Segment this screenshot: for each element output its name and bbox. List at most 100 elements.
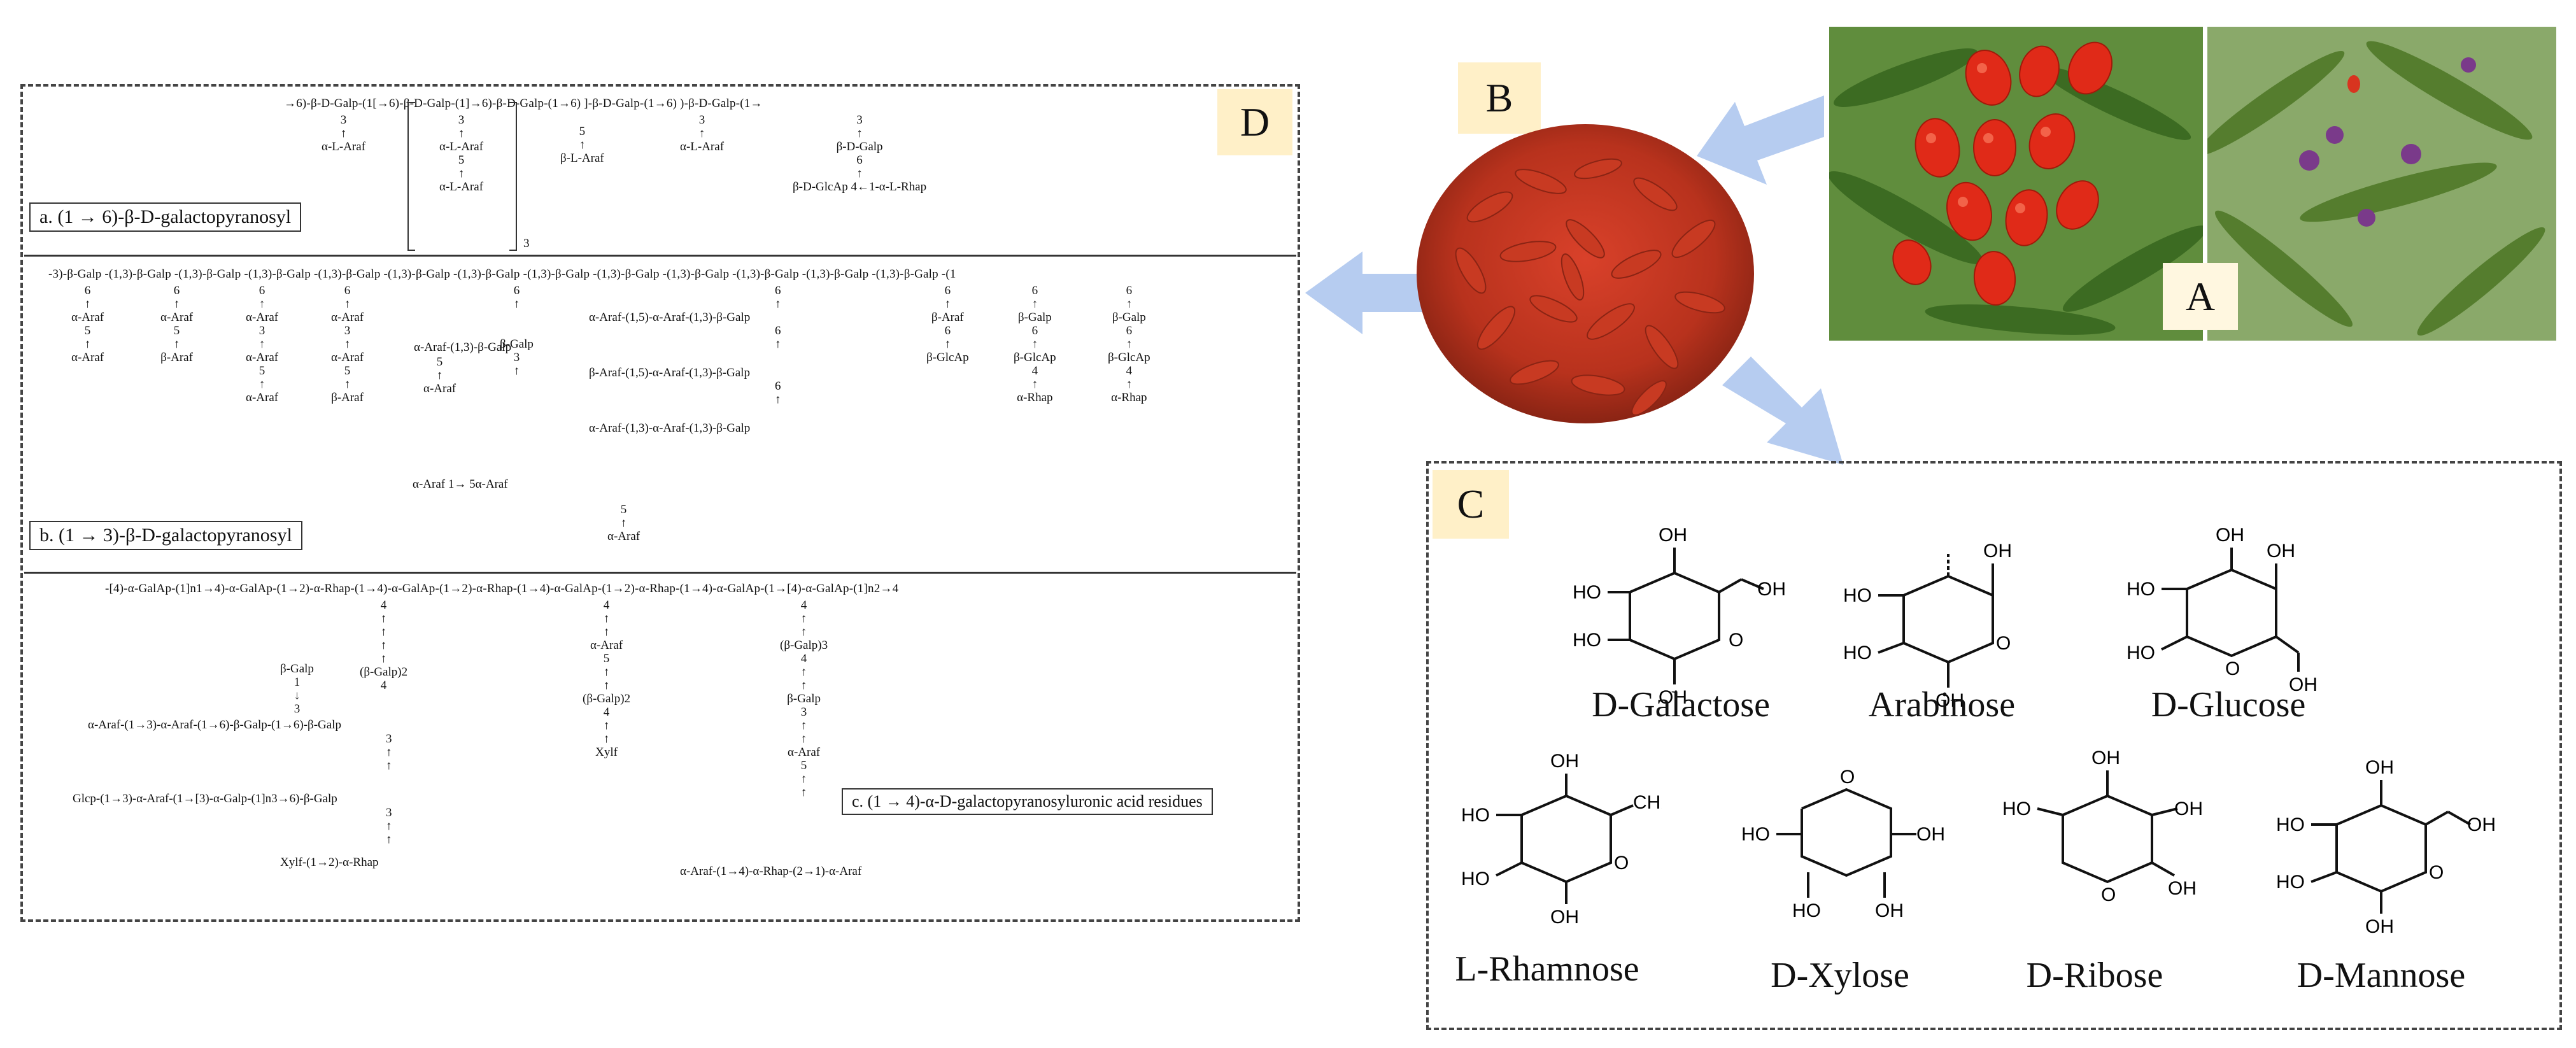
svg-text:HO: HO xyxy=(2127,642,2155,663)
panel-b-tag: B xyxy=(1458,62,1541,134)
section-b-branch-9: 6↑β-Galp 6↑β-GlcAp 4↑α-Rhap xyxy=(1108,284,1150,404)
section-c-branch-1-line-2: Glcp-(1→3)-α-Araf-(1→[3)-α-Galp-(1]n3→6)… xyxy=(73,792,337,805)
dried-goji-berries-image xyxy=(1417,124,1754,423)
ho-label: HO xyxy=(1573,630,1601,651)
svg-text:O: O xyxy=(1840,767,1855,788)
svg-text:HO: HO xyxy=(1461,805,1490,826)
sugar-name-arabinose: Arabinose xyxy=(1868,685,2016,725)
svg-text:HO: HO xyxy=(1843,642,1872,663)
section-b-branch-6: 6↑ α-Araf-(1,5)-α-Araf-(1,3)-β-Galp 6↑ β… xyxy=(589,284,781,435)
section-c-main-chain: -[4)-α-GalAp-(1]n1→4)-α-GalAp-(1→2)-α-Rh… xyxy=(105,582,899,595)
svg-text:OH: OH xyxy=(1550,751,1579,772)
arrow-b-to-c xyxy=(1722,357,1843,465)
svg-text:HO: HO xyxy=(1843,585,1872,606)
svg-text:OH: OH xyxy=(1550,907,1579,928)
section-b-branch-5-bottom: α-Araf 1→ 5α-Araf xyxy=(413,478,508,491)
panel-c-box xyxy=(1426,461,2562,1030)
sugar-name-mannose: D-Mannose xyxy=(2296,956,2466,995)
section-c-branch-1-link-1: 3↑↑ xyxy=(386,732,392,772)
svg-text:OH: OH xyxy=(2267,541,2295,562)
svg-text:OH: OH xyxy=(2365,757,2394,778)
section-c-branch-1-line-3: Xylf-(1→2)-α-Rhap xyxy=(280,856,379,869)
svg-text:OH: OH xyxy=(2289,674,2318,695)
section-b-branch-7: 6↑β-Araf 6↑β-GlcAp xyxy=(926,284,969,364)
svg-text:HO: HO xyxy=(2276,814,2305,835)
section-a-branch-1: 3↑α-L-Araf xyxy=(322,113,366,153)
section-divider-2 xyxy=(24,572,1296,574)
svg-text:HO: HO xyxy=(1741,824,1770,845)
arrow-a-to-b xyxy=(1697,96,1824,185)
svg-text:O: O xyxy=(2101,884,2116,905)
section-b-label: b. (1 → 3)-β-D-galactopyranosyl xyxy=(29,521,302,550)
ring-o-label: O xyxy=(1729,630,1743,651)
svg-text:OH: OH xyxy=(2174,798,2203,819)
d-xylose-structure: O HO OH HO OH xyxy=(1741,767,1945,921)
section-a-main-chain: →6)-β-D-Galp-(1[→6)-β-D-Galp-(1]→6)-β-D-… xyxy=(284,97,763,110)
section-a-branch-4: 3↑α-L-Araf xyxy=(680,113,725,153)
sugar-name-galactose: D-Galactose xyxy=(1592,685,1770,725)
svg-text:HO: HO xyxy=(1792,900,1821,921)
d-glucose-structure: OH OH HO HO O OH xyxy=(2127,525,2318,695)
section-divider-1 xyxy=(24,255,1296,257)
svg-text:O: O xyxy=(1996,633,2011,654)
sugar-name-rhamnose: L-Rhamnose xyxy=(1455,949,1639,989)
section-a-bracket-sub: 3 xyxy=(523,237,530,250)
svg-text:OH: OH xyxy=(2216,525,2244,546)
d-galactose-structure: OH HO OH HO OH O xyxy=(1573,525,1786,708)
d-mannose-structure: OH HO OH HO O OH xyxy=(2276,757,2496,937)
sugar-name-ribose: D-Ribose xyxy=(2026,956,2163,995)
section-b-branch-5-left: 5↑α-Araf xyxy=(423,355,456,395)
panel-d-box xyxy=(20,84,1300,922)
oh-label: OH xyxy=(1659,687,1687,708)
section-c-branch-1-link-2: 3↑↑ xyxy=(386,806,392,846)
svg-text:OH: OH xyxy=(1983,541,2012,562)
svg-text:OH: OH xyxy=(1875,900,1904,921)
section-a-branch-2: 3↑α-L-Araf 5↑α-L-Araf xyxy=(439,113,484,194)
section-c-label: c. (1 → 4)-α-D-galactopyranosyluronic ac… xyxy=(842,788,1213,815)
svg-text:HO: HO xyxy=(1461,868,1490,889)
svg-text:OH: OH xyxy=(2365,916,2394,937)
panel-c-tag: C xyxy=(1433,470,1509,539)
section-c-branch-2: 4↑↑α-Araf 5↑↑(β-Galp)2 4↑↑Xylf xyxy=(583,598,631,759)
section-b-main-chain: -3)-β-Galp -(1,3)-β-Galp -(1,3)-β-Galp -… xyxy=(48,267,956,281)
panel-d-tag: D xyxy=(1217,89,1292,155)
oh-label: OH xyxy=(1659,525,1687,546)
panel-a-tag: A xyxy=(2163,263,2238,330)
svg-text:HO: HO xyxy=(2002,798,2031,819)
section-b-branch-8: 6↑β-Galp 6↑β-GlcAp 4↑α-Rhap xyxy=(1014,284,1056,404)
svg-text:O: O xyxy=(2429,862,2444,883)
section-c-branch-3-tail: α-Araf-(1→4)-α-Rhap-(2→1)-α-Araf xyxy=(680,865,862,878)
section-b-branch-5-top: α-Araf-(1,3)-β-Galp xyxy=(414,341,512,354)
svg-text:HO: HO xyxy=(2276,872,2305,893)
goji-fruit-photo xyxy=(1829,27,2203,341)
l-rhamnose-structure: OH HO CH₃ HO O OH xyxy=(1461,751,1662,928)
section-a-label: a. (1 → 6)-β-D-galactopyranosyl xyxy=(29,202,302,232)
svg-text:CH₃: CH₃ xyxy=(1633,792,1662,813)
goji-flower-photo xyxy=(2207,27,2556,341)
sugar-name-glucose: D-Glucose xyxy=(2151,685,2306,725)
section-b-branch-6-tail: 5↑α-Araf xyxy=(607,503,640,543)
section-a-branch-5: 3↑β-D-Galp 6↑β-D-GlcAp 4←1-α-L-Rhap xyxy=(793,113,927,194)
sugar-name-xylose: D-Xylose xyxy=(1771,956,1909,995)
svg-text:OH: OH xyxy=(1916,824,1945,845)
section-c-branch-1-line-1: α-Araf-(1→3)-α-Araf-(1→6)-β-Galp-(1→6)-β… xyxy=(88,718,341,732)
svg-text:HO: HO xyxy=(2127,579,2155,600)
arrow-b-to-d xyxy=(1305,251,1445,334)
svg-text:OH: OH xyxy=(2467,814,2496,835)
section-b-branch-2: 6↑α-Araf 5↑β-Araf xyxy=(160,284,194,364)
svg-text:OH: OH xyxy=(1936,690,1964,711)
section-c-branch-3: 4↑↑(β-Galp)3 4↑↑β-Galp 3↑↑α-Araf 5↑↑ xyxy=(780,598,828,799)
arabinose-structure: OH HO HO OH O xyxy=(1843,541,2012,711)
svg-text:O: O xyxy=(1614,853,1629,874)
section-b-branch-1: 6↑α-Araf 5↑α-Araf xyxy=(71,284,104,364)
svg-text:OH: OH xyxy=(2091,747,2120,768)
section-b-branch-4: 6↑α-Araf 3↑α-Araf 5↑β-Araf xyxy=(331,284,364,404)
oh-label: OH xyxy=(1757,579,1786,600)
section-b-branch-3: 6↑α-Araf 3↑α-Araf 5↑α-Araf xyxy=(246,284,279,404)
ho-label: HO xyxy=(1573,582,1601,603)
section-a-branch-3: 5↑β-L-Araf xyxy=(560,125,604,165)
svg-text:OH: OH xyxy=(2168,878,2197,899)
